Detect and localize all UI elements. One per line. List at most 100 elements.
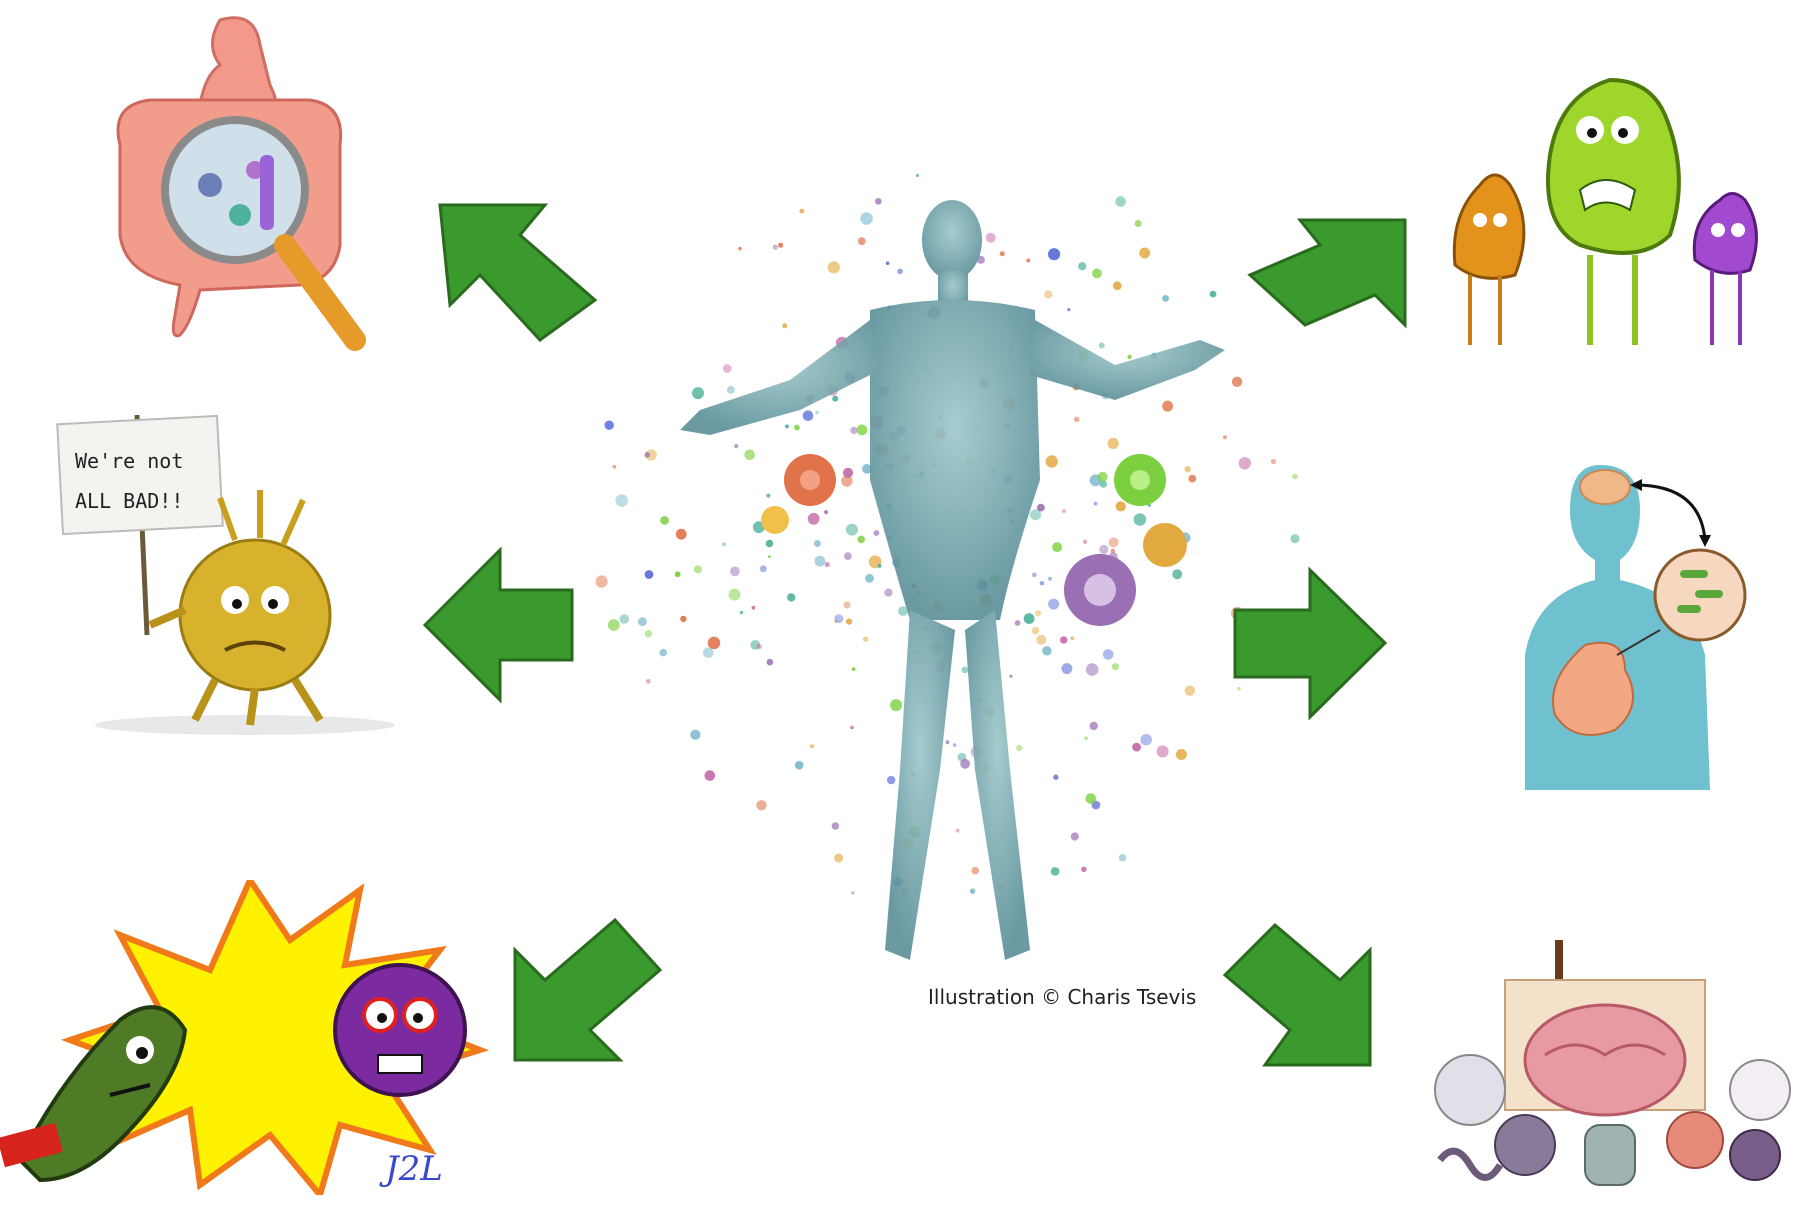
microbe-dot (834, 614, 843, 623)
microbe-dot (1239, 457, 1251, 469)
microbe-dot (1132, 743, 1141, 752)
microbe-dot (756, 800, 766, 810)
microbe-dot (828, 261, 840, 273)
microbe-dot (875, 198, 882, 205)
microbe-dot (1040, 581, 1044, 585)
microbe-dot (1127, 355, 1131, 359)
human-figure (680, 200, 1225, 960)
microbe-dot (865, 574, 874, 583)
microbe-dot (857, 536, 865, 544)
microbe-dot (810, 744, 814, 748)
microbe-dot (1046, 455, 1058, 467)
microbe-dot (1032, 573, 1037, 578)
microbe-dot (799, 209, 804, 214)
microbe-dot (843, 468, 853, 478)
microbe-dot (1048, 577, 1052, 581)
microbe-dot (1074, 417, 1079, 422)
microbe-dot (1051, 867, 1060, 876)
microbe-dot (675, 571, 681, 577)
microbe-dot (1162, 401, 1173, 412)
microbe-dot (1271, 459, 1276, 464)
microbe-dot (596, 575, 608, 587)
microbe-dot (953, 743, 957, 747)
microbe-dot (659, 649, 667, 657)
microbe-dot (852, 667, 856, 671)
microbe-dot (886, 261, 890, 265)
panel-protest-germ: We're not ALL BAD!! (55, 410, 400, 740)
microbe-dot (803, 410, 814, 421)
microbe-dot (1042, 646, 1051, 655)
microbe-dot (767, 659, 774, 666)
microbe-dot (986, 233, 996, 243)
microbe-dot (1134, 513, 1147, 526)
microbe-dot (705, 770, 716, 781)
microbe-dot (692, 387, 704, 399)
microbe-dot (1094, 502, 1098, 506)
microbe-dot (1112, 663, 1119, 670)
microbe-dot (1086, 663, 1099, 676)
microbe-dot (1086, 793, 1097, 804)
microbe-dot (846, 524, 858, 536)
microbe-dot (1037, 504, 1045, 512)
panel-bacteria-vs-virus: J2L (0, 880, 500, 1195)
sign-line-1: We're not (75, 449, 183, 473)
microbe-dot (730, 567, 740, 577)
microbe-dot (740, 611, 743, 614)
illustration-credit: Illustration © Charis Tsevis (928, 985, 1196, 1009)
microbe-dot (1098, 472, 1108, 482)
microbe-dot (1232, 377, 1242, 387)
purple-germ (1694, 194, 1756, 346)
microbe-dot (1162, 295, 1169, 302)
panel-gut-magnifier (80, 5, 380, 370)
virus-cluster-right (1064, 454, 1187, 626)
microbe-dot (1078, 262, 1086, 270)
microbe-dot (723, 364, 732, 373)
microbe-dot (1290, 534, 1299, 543)
microbe-dot (1108, 438, 1119, 449)
sign-line-2: ALL BAD!! (75, 489, 183, 513)
microbe-dot (1083, 540, 1087, 544)
microbe-dot (722, 542, 726, 546)
microbe-dot (844, 552, 852, 560)
microbe-dot (946, 740, 950, 744)
microbe-dot (1084, 736, 1088, 740)
microbe-dot (1188, 475, 1196, 483)
microbe-dot (1111, 549, 1115, 553)
microbe-dot (844, 602, 851, 609)
microbe-dot (1172, 569, 1182, 579)
purple-virus (335, 965, 465, 1095)
axis-arrow (1635, 485, 1705, 540)
microbe-dot (890, 699, 902, 711)
arrow-down-left (505, 915, 665, 1065)
microbe-dot (782, 323, 787, 328)
microbe-dot (884, 589, 892, 597)
microbe-dot (738, 247, 742, 251)
microbe-dot (690, 730, 700, 740)
microbe-dot (1061, 663, 1072, 674)
microbe-dot (1092, 269, 1102, 279)
arrow-left (420, 545, 575, 705)
artist-signature: J2L (379, 1149, 443, 1189)
microbe-dot (744, 450, 755, 461)
arrow-up-left (430, 195, 600, 345)
microbe-dot (660, 516, 669, 525)
microbe-dot (887, 776, 895, 784)
microbe-dot (1016, 745, 1022, 751)
microbe-dot (645, 630, 652, 637)
microbe-dot (1116, 501, 1126, 511)
arrow-up-right (1245, 185, 1410, 330)
microbe-dot (832, 396, 838, 402)
microbe-dot (850, 726, 854, 730)
microbe-dot (1176, 749, 1187, 760)
microbe-dot (960, 759, 970, 769)
microbe-dot (824, 510, 828, 514)
microbe-dot (778, 243, 783, 248)
microbe-dot (1115, 196, 1126, 207)
microbe-dot (620, 614, 630, 624)
microbe-dot (1053, 775, 1058, 780)
microbe-dot (1026, 259, 1030, 263)
microbe-dot (1024, 613, 1035, 624)
microbe-dot (795, 761, 804, 770)
microbe-dot (858, 237, 866, 245)
microbe-dot (832, 822, 840, 830)
